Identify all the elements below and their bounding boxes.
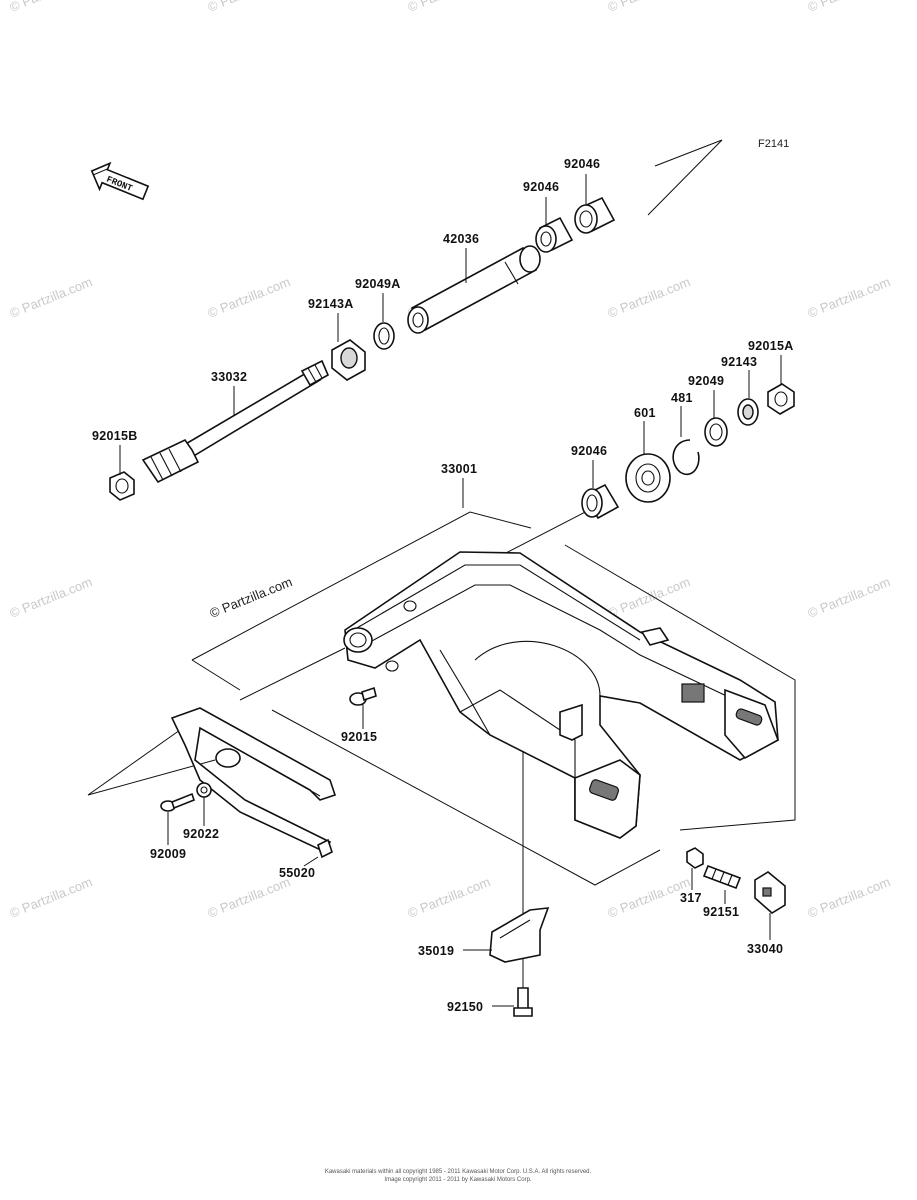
nut-317 [686,847,704,869]
bolt-92151 [702,864,742,890]
part-label-92049[interactable]: 92049 [688,374,724,388]
watermark: © Partzilla.com [606,274,693,321]
pivot-bolt-33032 [141,359,330,484]
footer-line-1: Kawasaki materials within all copyright … [325,1169,592,1175]
swingarm-33001 [343,551,779,839]
watermark: © Partzilla.com [8,874,95,921]
watermark: © Partzilla.com [206,0,293,15]
part-label-92143[interactable]: 92143 [721,355,757,369]
part-label-92046-mid[interactable]: 92046 [523,180,559,194]
part-label-92015[interactable]: 92015 [341,730,377,744]
cover-35019 [489,907,550,963]
diagram-code: F2141 [758,138,789,150]
watermark: © Partzilla.com [206,874,293,921]
part-label-35019[interactable]: 35019 [418,944,454,958]
part-label-92046-low[interactable]: 92046 [571,444,607,458]
watermark: © Partzilla.com [806,274,893,321]
part-label-92015B[interactable]: 92015B [92,429,138,443]
collar-92143A [331,339,366,381]
guide-lines [87,139,796,1005]
footer-line-2: Image copyright 2011 - 2011 by Kawasaki … [384,1177,532,1183]
part-label-92015A[interactable]: 92015A [748,339,794,353]
watermark: © Partzilla.com [8,574,95,621]
seal-92049 [704,417,728,447]
leader-lines [119,174,782,1007]
bolt-92150 [513,987,533,1017]
part-label-92143A[interactable]: 92143A [308,297,354,311]
bearing-92046-mid [535,216,574,253]
bearing-92046-top [574,196,616,234]
footer: Kawasaki materials within all copyright … [325,1169,592,1183]
watermark: © Partzilla.com [406,874,493,921]
bolt-92009 [160,792,195,812]
chain-guide-55020 [170,707,337,859]
part-label-92046-top[interactable]: 92046 [564,157,600,171]
block-33040 [754,871,786,914]
watermark: © Partzilla.com [206,274,293,321]
washer-92022 [196,782,212,798]
watermark: © Partzilla.com [606,574,693,621]
bearing-601 [625,453,671,503]
watermark: © Partzilla.com [406,0,493,15]
part-label-33001[interactable]: 33001 [441,462,477,476]
watermark: © Partzilla.com [8,274,95,321]
part-label-92022[interactable]: 92022 [183,827,219,841]
front-arrow-icon: FRONT [90,161,150,201]
collar-92143 [737,398,759,426]
bolt-92015 [349,686,377,706]
part-label-42036[interactable]: 42036 [443,232,479,246]
nut-92015B [109,471,135,501]
part-labels: 92046 92046 42036 92049A 92143A 33032 92… [92,157,794,1014]
part-label-33032[interactable]: 33032 [211,370,247,384]
watermark: © Partzilla.com [8,0,95,15]
watermark: © Partzilla.com [606,0,693,15]
center-watermark: © Partzilla.com [208,574,295,621]
part-label-92049A[interactable]: 92049A [355,277,401,291]
seal-92049A [373,322,395,350]
watermark: © Partzilla.com [806,0,893,15]
nut-92015A [767,383,795,415]
part-label-33040[interactable]: 33040 [747,942,783,956]
bearing-92046-low [581,483,620,520]
part-label-92009[interactable]: 92009 [150,847,186,861]
part-label-481[interactable]: 481 [671,391,693,405]
part-label-55020[interactable]: 55020 [279,866,315,880]
part-label-92151[interactable]: 92151 [703,905,739,919]
part-label-317[interactable]: 317 [680,891,702,905]
watermark: © Partzilla.com [806,574,893,621]
sleeve-42036 [407,245,541,334]
circlip-481 [672,439,700,476]
part-label-92150[interactable]: 92150 [447,1000,483,1014]
watermark: © Partzilla.com [806,874,893,921]
part-label-601[interactable]: 601 [634,406,656,420]
